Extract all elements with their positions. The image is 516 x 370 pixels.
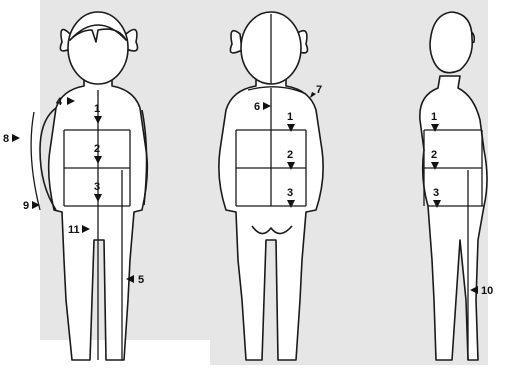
side-head <box>430 12 472 73</box>
marker-label: 2 <box>287 149 293 161</box>
marker-label: 2 <box>431 149 437 161</box>
marker-front-8: 8 <box>3 133 20 145</box>
marker-label: 3 <box>94 181 100 193</box>
marker-label: 1 <box>287 111 293 123</box>
marker-label: 8 <box>3 133 9 145</box>
marker-label: 1 <box>431 111 437 123</box>
marker-label: 4 <box>56 96 63 108</box>
marker-label: 3 <box>287 187 293 199</box>
marker-label: 10 <box>481 285 493 297</box>
marker-label: 3 <box>433 187 439 199</box>
marker-label: 9 <box>23 200 29 212</box>
marker-label: 1 <box>94 103 100 115</box>
front-head <box>68 12 128 84</box>
marker-label: 11 <box>68 224 80 236</box>
marker-label: 2 <box>94 143 100 155</box>
marker-label: 7 <box>316 84 322 96</box>
marker-label: 5 <box>138 274 144 286</box>
marker-label: 6 <box>254 101 260 113</box>
